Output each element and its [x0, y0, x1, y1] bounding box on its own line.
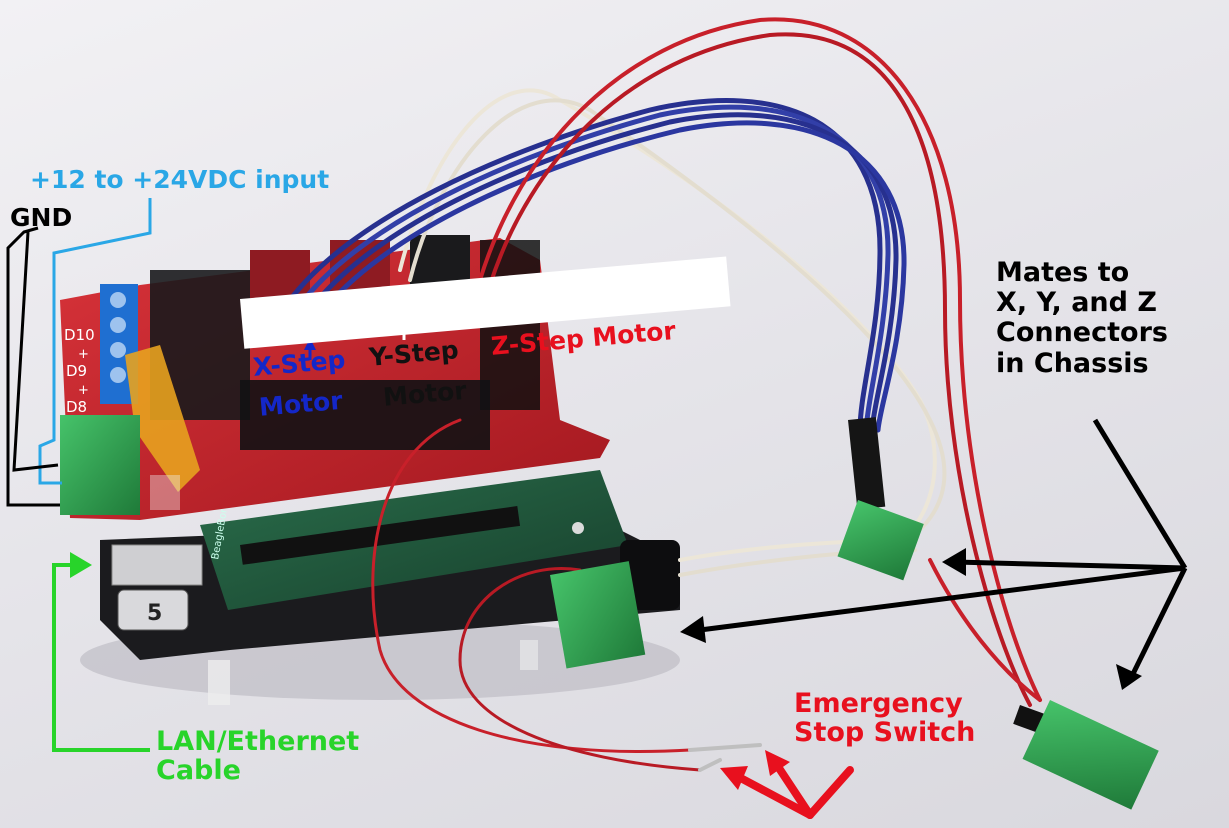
- lan-line-1: LAN/Ethernet: [156, 726, 360, 757]
- pin-header: [240, 506, 521, 565]
- silk-plus-2: +: [78, 383, 89, 398]
- lan-line-2: Cable: [156, 755, 241, 787]
- kapton-component: [125, 345, 200, 492]
- gnd-leader: [6, 226, 60, 507]
- ground-label: GND: [10, 203, 73, 232]
- plug-x-y-z: [837, 417, 924, 581]
- lan-arrowhead: [70, 552, 92, 578]
- mates-line-4: in Chassis: [996, 347, 1149, 379]
- black-connector: [620, 540, 680, 610]
- mates-line-2: X, Y, and Z: [996, 287, 1157, 319]
- dial-number: 5: [147, 601, 162, 626]
- mates-line-3: Connectors: [996, 317, 1168, 349]
- silk-d8: D8: [66, 398, 87, 416]
- estop-line-2: Stop Switch: [794, 717, 976, 749]
- lan-cable-label: LAN/Ethernet Cable: [156, 727, 359, 785]
- silk-plus-1: +: [78, 347, 89, 362]
- power-input-label: +12 to +24VDC input: [30, 165, 330, 194]
- emergency-stop-label: Emergency Stop Switch: [794, 689, 975, 747]
- middle-headers: [240, 380, 490, 450]
- silk-d10: D10: [64, 326, 95, 344]
- power-terminal: [60, 415, 140, 515]
- standoff-left: [208, 660, 230, 705]
- mount-hole: [572, 522, 584, 534]
- gnd-leader-2: [12, 231, 59, 472]
- standoff-right: [520, 640, 538, 670]
- plug-estop: [550, 561, 646, 669]
- plug-chassis: [1013, 699, 1159, 810]
- mates-to-label: Mates to X, Y, and Z Connectors in Chass…: [996, 257, 1168, 379]
- ethernet-jack: [111, 544, 203, 586]
- estop-arrows: [720, 750, 854, 819]
- estop-line-1: Emergency: [794, 688, 963, 719]
- silk-d9: D9: [66, 362, 87, 380]
- dial-wheel: [117, 589, 189, 631]
- mates-arrows: [680, 418, 1188, 690]
- cape-pcb: BeagleBone: [200, 470, 680, 610]
- mates-line-1: Mates to: [996, 257, 1130, 288]
- lan-leader: [52, 563, 150, 752]
- vdc-leader: [38, 198, 152, 485]
